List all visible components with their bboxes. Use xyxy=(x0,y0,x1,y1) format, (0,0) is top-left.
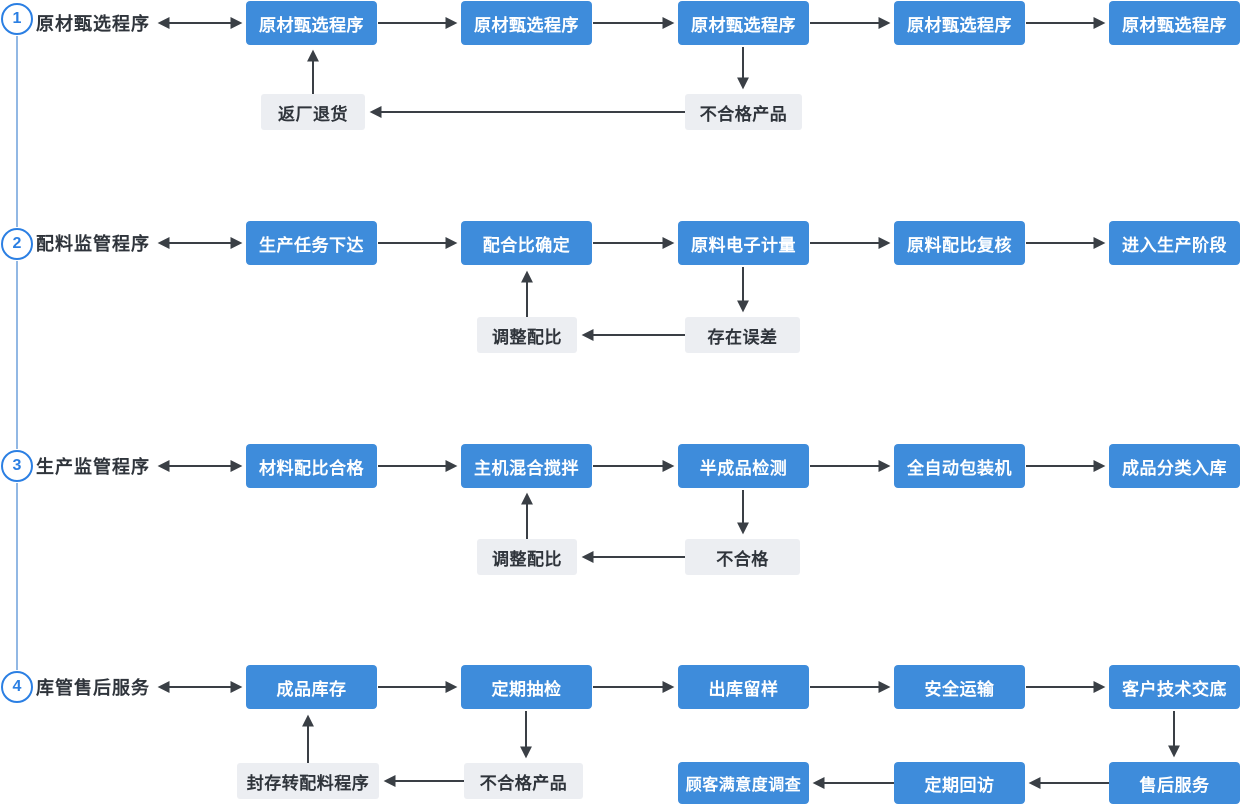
row4-feedback-source: 不合格产品 xyxy=(464,763,583,799)
row4-step-4: 安全运输 xyxy=(894,665,1025,709)
row3-title: 生产监管程序 xyxy=(36,457,150,477)
row4-feedback-target: 封存转配料程序 xyxy=(237,763,379,799)
row4-step-2: 定期抽检 xyxy=(461,665,592,709)
periodic-revisit-box: 定期回访 xyxy=(894,762,1025,804)
row1-number-badge: 1 xyxy=(1,3,33,35)
row4-title: 库管售后服务 xyxy=(36,678,150,698)
row1-feedback-source: 不合格产品 xyxy=(685,94,802,130)
row3-number-badge: 3 xyxy=(1,450,33,482)
row1-step-5: 原材甄选程序 xyxy=(1109,1,1240,45)
row4-number-badge: 4 xyxy=(1,671,33,703)
row4-step-3: 出库留样 xyxy=(678,665,809,709)
row4-step-5: 客户技术交底 xyxy=(1109,665,1240,709)
row3-step-4: 全自动包装机 xyxy=(894,444,1025,488)
row2-feedback-source: 存在误差 xyxy=(685,317,800,353)
row2-number-badge: 2 xyxy=(1,228,33,260)
row3-feedback-target: 调整配比 xyxy=(477,539,577,575)
row3-step-2: 主机混合搅拌 xyxy=(461,444,592,488)
row2-title: 配料监管程序 xyxy=(36,234,150,254)
row4-step-1: 成品库存 xyxy=(246,665,377,709)
row3-feedback-source: 不合格 xyxy=(685,539,800,575)
row1-step-4: 原材甄选程序 xyxy=(894,1,1025,45)
row2-step-1: 生产任务下达 xyxy=(246,221,377,265)
row1-step-3: 原材甄选程序 xyxy=(678,1,809,45)
aftersale-service-box: 售后服务 xyxy=(1109,762,1240,804)
row3-step-3: 半成品检测 xyxy=(678,444,809,488)
row2-step-4: 原料配比复核 xyxy=(894,221,1025,265)
row2-step-5: 进入生产阶段 xyxy=(1109,221,1240,265)
row3-step-1: 材料配比合格 xyxy=(246,444,377,488)
row1-title: 原材甄选程序 xyxy=(36,14,150,34)
row1-step-2: 原材甄选程序 xyxy=(461,1,592,45)
row1-step-1: 原材甄选程序 xyxy=(246,1,377,45)
row1-feedback-target: 返厂退货 xyxy=(261,94,365,130)
row2-feedback-target: 调整配比 xyxy=(477,317,577,353)
row2-step-3: 原料电子计量 xyxy=(678,221,809,265)
row3-step-5: 成品分类入库 xyxy=(1109,444,1240,488)
customer-satisfaction-survey-box: 顾客满意度调查 xyxy=(678,762,809,804)
row2-step-2: 配合比确定 xyxy=(461,221,592,265)
